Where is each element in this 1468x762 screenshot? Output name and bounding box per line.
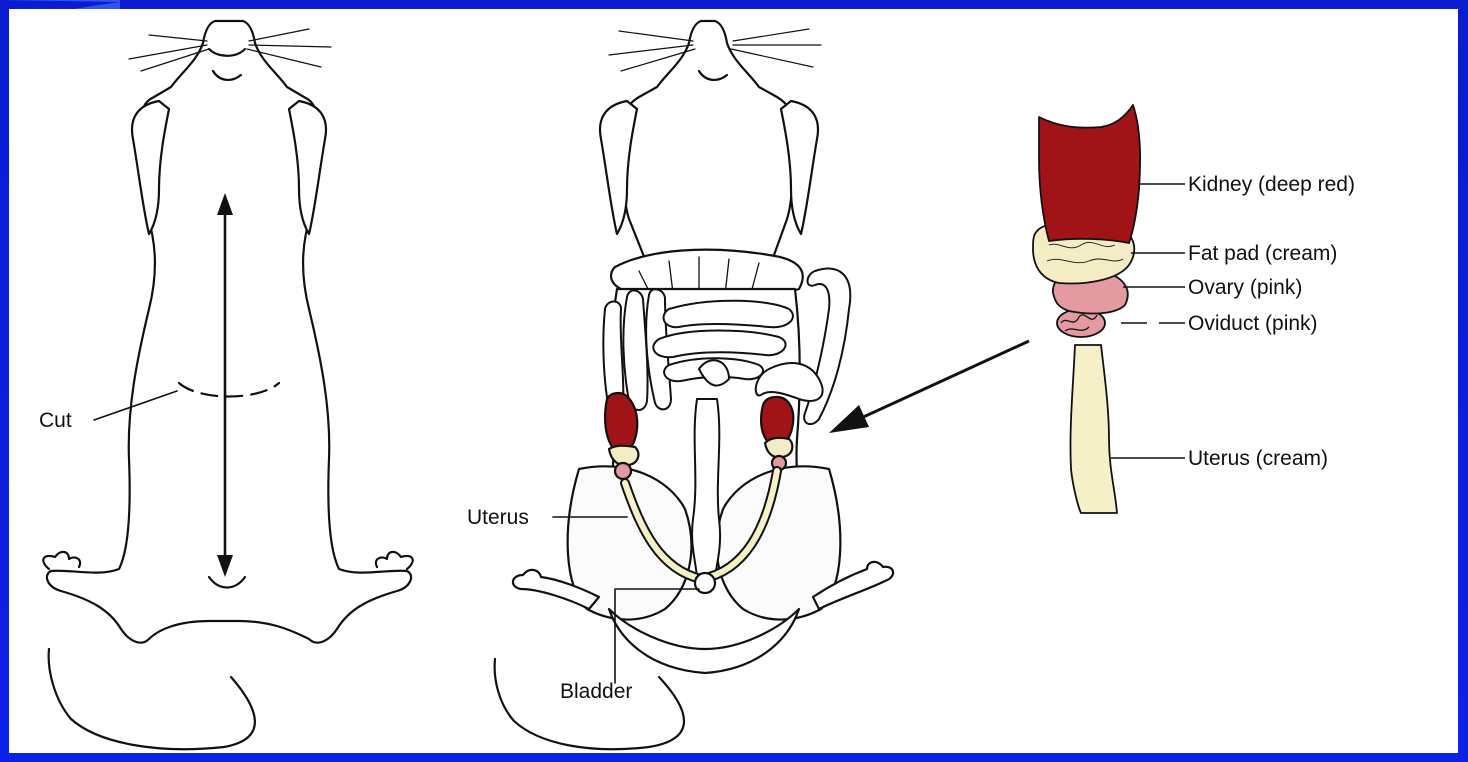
ovary-label: Ovary (pink) xyxy=(1188,276,1302,299)
rat-dissected-view xyxy=(495,21,893,749)
enlarged-kidney xyxy=(1039,105,1140,243)
rat-middle-colon xyxy=(692,399,720,589)
enlarged-reproductive-tract xyxy=(1033,105,1140,513)
enlarged-uterus xyxy=(1070,345,1117,513)
rat-middle-kidney-left xyxy=(605,393,637,452)
bladder-label: Bladder xyxy=(560,680,632,703)
callout-arrow xyxy=(829,341,1029,433)
diagram-panel: Cut xyxy=(9,9,1458,753)
fat-pad-label: Fat pad (cream) xyxy=(1188,242,1337,265)
rat-middle-head xyxy=(623,21,794,269)
rat-middle-bladder xyxy=(695,573,715,593)
kidney-label: Kidney (deep red) xyxy=(1188,173,1355,196)
rat-left-foot-right xyxy=(376,552,413,569)
cut-label: Cut xyxy=(39,409,72,432)
rat-left-body xyxy=(47,21,411,643)
rat-left-tail xyxy=(49,649,255,749)
uterus-label-left: Uterus xyxy=(467,506,529,529)
rat-middle-tail xyxy=(495,659,684,749)
uterus-label-right: Uterus (cream) xyxy=(1188,447,1328,470)
oviduct-label: Oviduct (pink) xyxy=(1188,312,1318,335)
dissection-diagram: Cut xyxy=(9,9,1458,753)
rat-ventral-view xyxy=(43,21,412,749)
rat-middle-ovary-left xyxy=(615,463,631,479)
rat-left-foot-left xyxy=(43,552,80,569)
